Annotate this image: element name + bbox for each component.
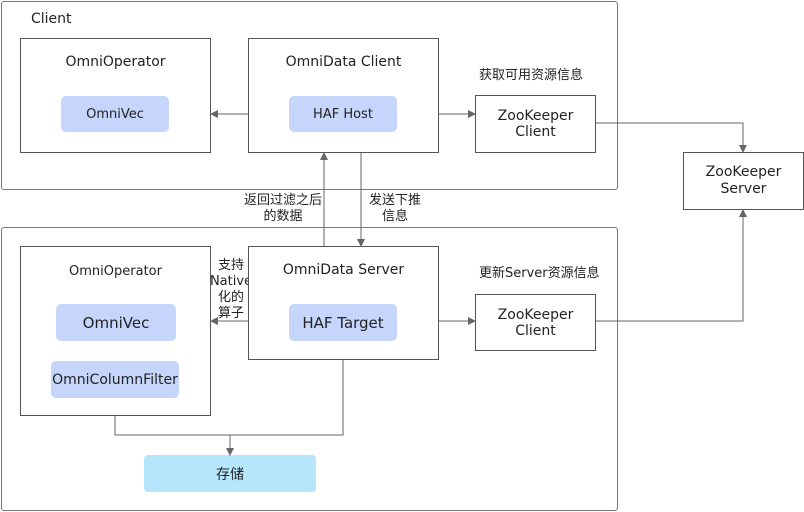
client-zookeeper-client-box: ZooKeeper Client — [475, 95, 596, 153]
client-title: Client — [31, 11, 72, 27]
native-operator-label: 支持 Native 化的 算子 — [207, 258, 255, 322]
native-line2: Native — [209, 274, 253, 289]
omnidata-server-title: OmniData Server — [282, 262, 405, 278]
server-omnivec-pill: OmniVec — [56, 304, 176, 341]
client-omnioperator-box — [20, 38, 211, 153]
client-omnioperator-title: OmniOperator — [65, 54, 166, 70]
zookeeper-server-line1: ZooKeeper — [705, 164, 782, 180]
native-line1: 支持 — [217, 258, 244, 273]
send-pushdown-line2: 信息 — [381, 209, 408, 224]
send-pushdown-line1: 发送下推 — [368, 193, 421, 208]
server-omnioperator-title: OmniOperator — [69, 264, 162, 279]
return-data-line2: 的数据 — [263, 209, 303, 224]
omnidata-client-title: OmniData Client — [285, 54, 402, 70]
storage-block: 存储 — [144, 455, 316, 492]
server-to-storage-line — [230, 360, 344, 436]
haf-host-pill: HAF Host — [289, 96, 397, 132]
server-zk-label: 更新Server资源信息 — [479, 266, 600, 281]
omnicolumnfilter-pill: OmniColumnFilter — [51, 361, 179, 398]
operator-to-storage-line — [114, 416, 230, 436]
omnidata-server-box — [248, 246, 439, 360]
server-zk-to-server-arrow — [596, 209, 747, 322]
native-line4: 算子 — [217, 306, 244, 321]
haf-target-pill: HAF Target — [289, 304, 397, 341]
omnidata-client-box — [248, 38, 439, 153]
return-data-line1: 返回过滤之后 — [243, 193, 322, 208]
client-omnivec-pill: OmniVec — [61, 96, 169, 132]
zookeeper-server-line2: Server — [720, 181, 767, 197]
return-data-label: 返回过滤之后 的数据 — [238, 193, 328, 225]
native-line3: 化的 — [217, 290, 244, 305]
client-zk-to-server-arrow — [596, 122, 747, 153]
send-pushdown-label: 发送下推 信息 — [364, 193, 426, 225]
server-zookeeper-client-box: ZooKeeper Client — [475, 294, 596, 351]
client-zk-label: 获取可用资源信息 — [479, 68, 584, 83]
